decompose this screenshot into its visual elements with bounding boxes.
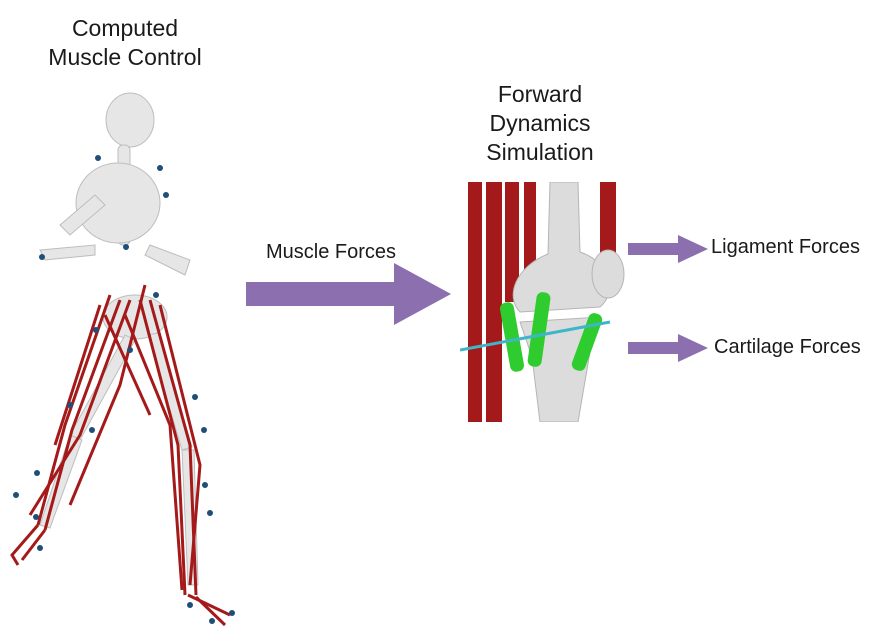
ligament-forces-label: Ligament Forces: [711, 236, 860, 259]
skull-icon: [106, 93, 154, 147]
title-line-1: Computed: [20, 14, 230, 43]
walking-skeleton-model: [0, 85, 250, 630]
right-arrow-icon: [628, 235, 708, 263]
cartilage-forces-label: Cartilage Forces: [714, 336, 861, 359]
skeleton-bones: [40, 93, 198, 585]
muscle-forces-label: Muscle Forces: [266, 241, 396, 264]
title-line-2: Dynamics: [455, 109, 625, 138]
forward-dynamics-simulation-title: Forward Dynamics Simulation: [455, 80, 625, 167]
right-arrow-icon: [246, 263, 451, 325]
title-line-2: Muscle Control: [20, 43, 230, 72]
patella-icon: [592, 250, 624, 298]
right-arrow-icon: [628, 334, 708, 362]
computed-muscle-control-title: Computed Muscle Control: [20, 14, 230, 72]
title-line-3: Simulation: [455, 138, 625, 167]
title-line-1: Forward: [455, 80, 625, 109]
knee-joint-model: [460, 182, 630, 422]
